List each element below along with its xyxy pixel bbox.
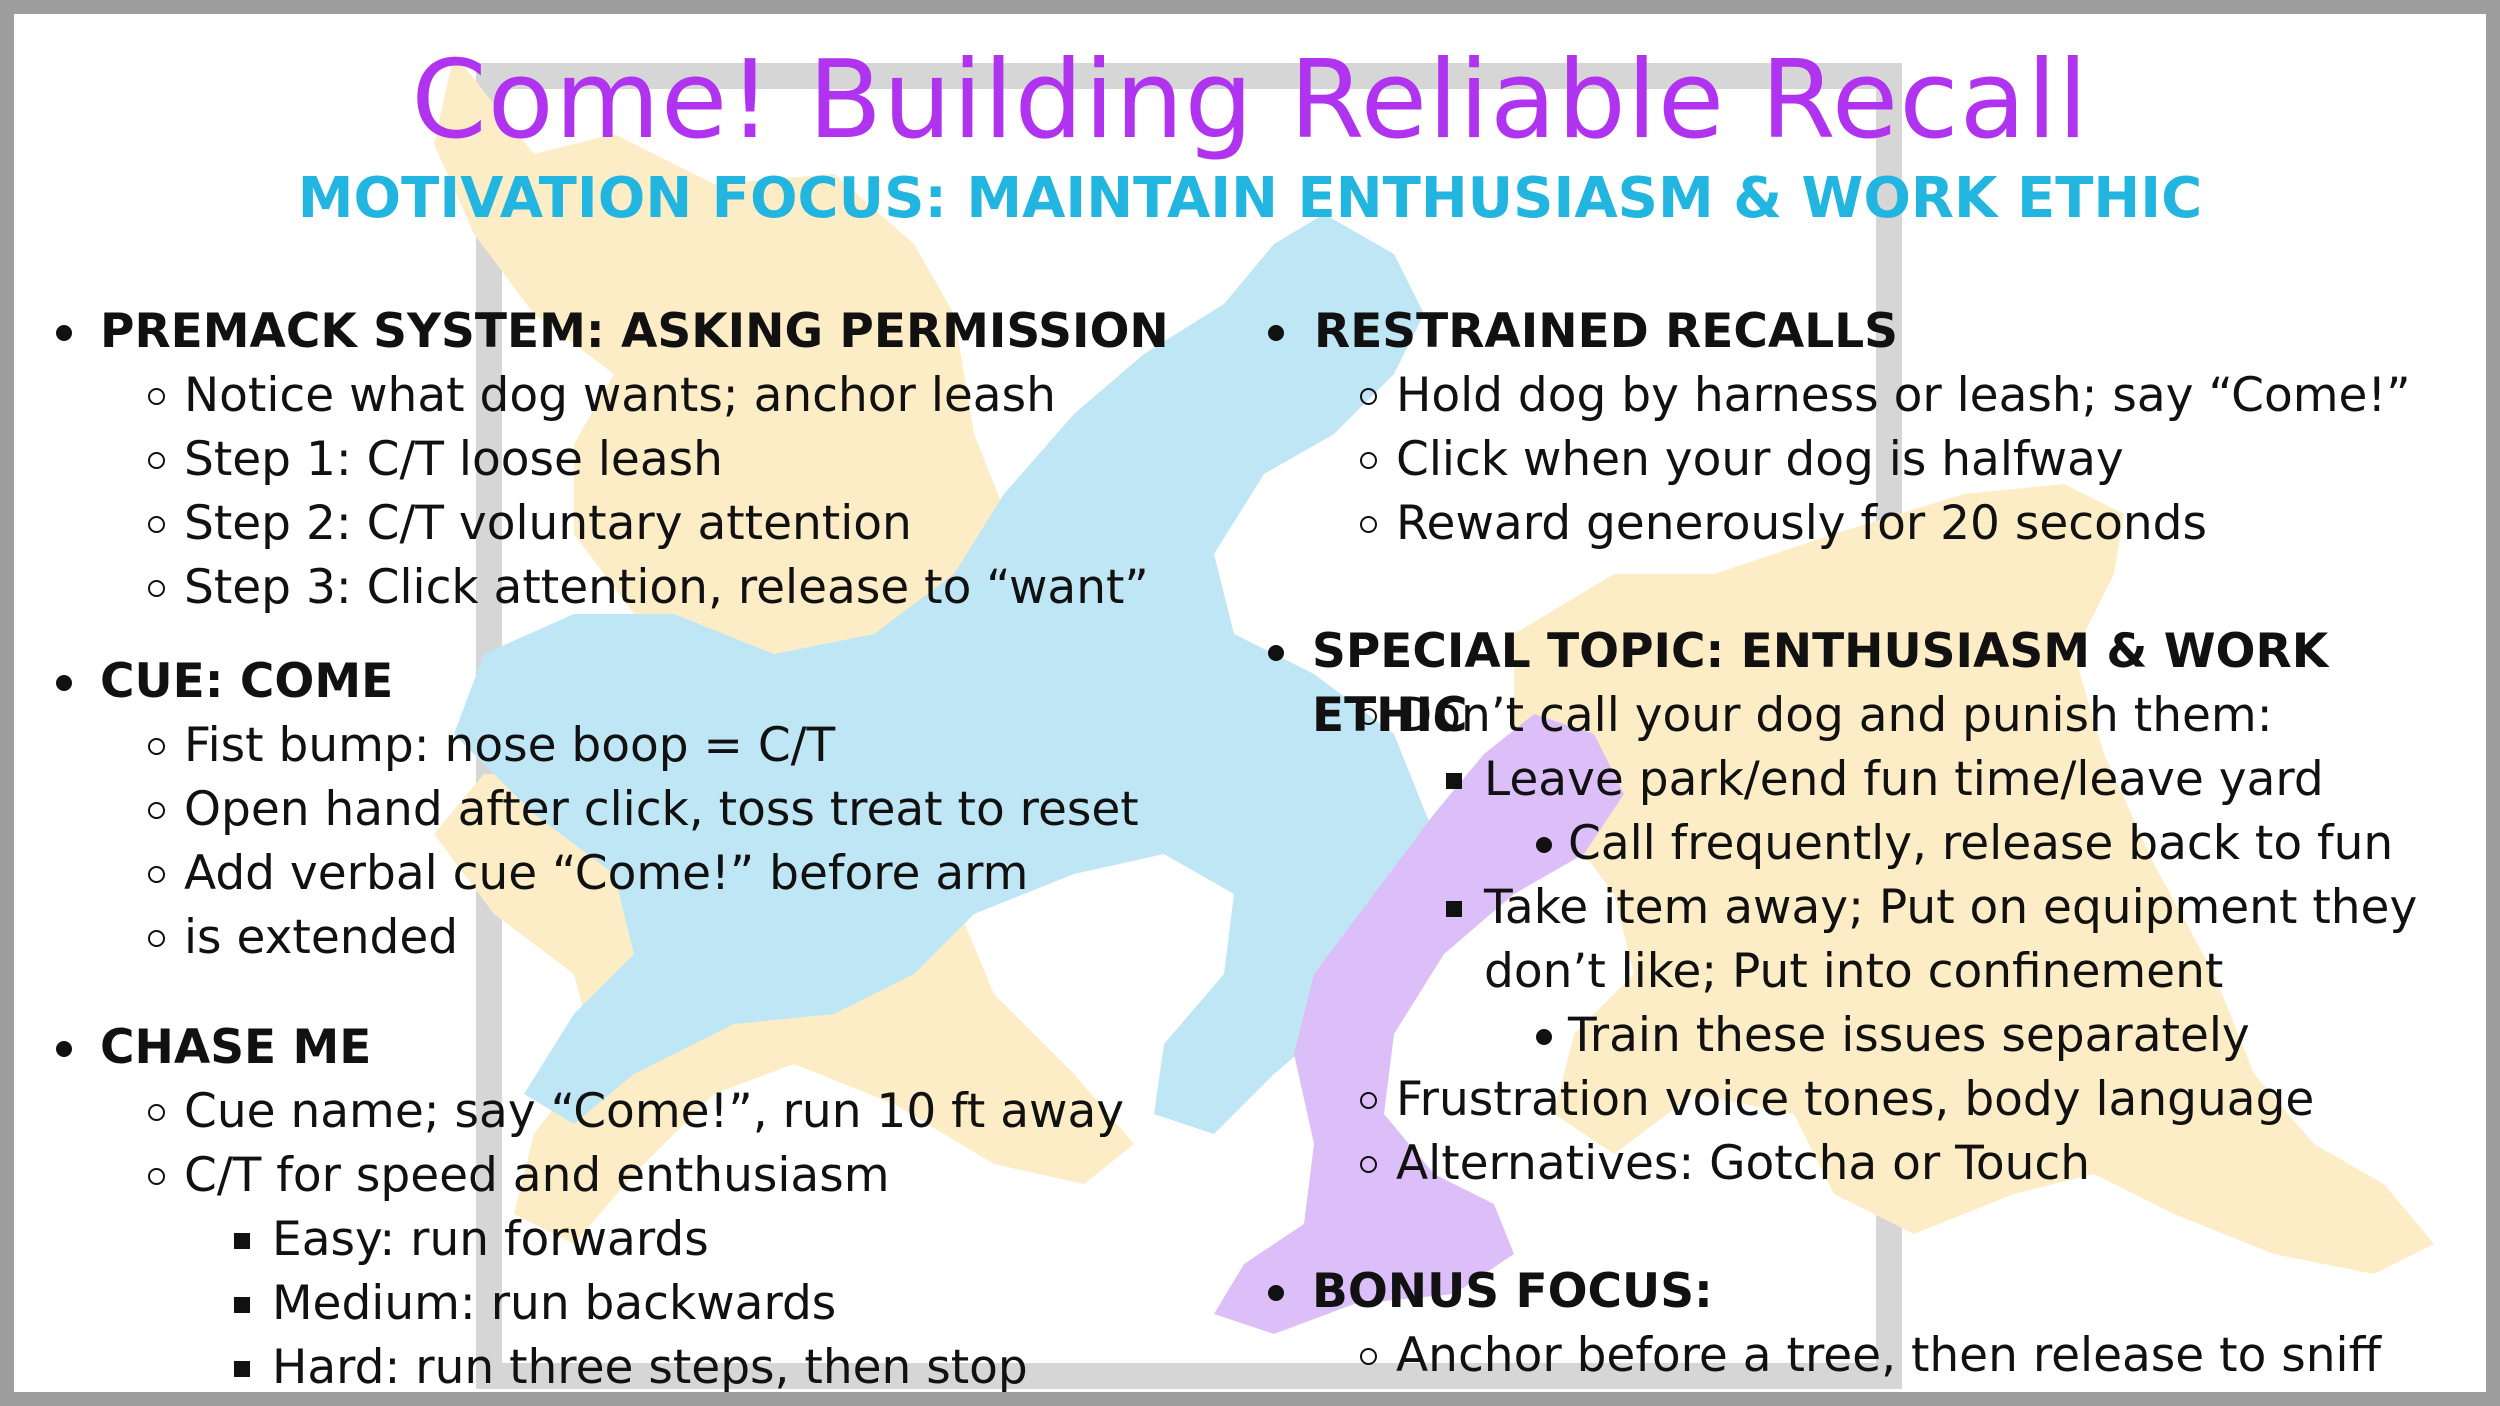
yellow-dog-silhouette-right (1514, 484, 2434, 1274)
sub-list-item: Take item away; Put on equipment they (1254, 876, 2474, 940)
sub-list-item: Easy: run forwards (42, 1208, 1124, 1272)
page-title: Come! Building Reliable Recall (411, 38, 2089, 163)
purple-dog-silhouette (1214, 714, 1624, 1334)
sub-list-item: Leave park/end fun time/leave yard (1254, 748, 2474, 812)
section-heading: SPECIAL TOPIC: ENTHUSIASM & WORK ETHIC (1254, 620, 2474, 743)
background-dog-silhouettes (434, 54, 2434, 1389)
section-heading: RESTRAINED RECALLS (1254, 300, 2411, 364)
list-item: Anchor before a tree, then release to sn… (1254, 1324, 2381, 1388)
blue-dog-silhouette (454, 214, 1434, 1134)
list-item: Alternatives: Gotcha or Touch (1254, 1132, 2474, 1196)
sub-list-item: Hard: run three steps, then stop (42, 1336, 1124, 1392)
list-item: Step 1: C/T loose leash (42, 428, 1169, 492)
list-item: Don’t call your dog and punish them: (1254, 684, 2474, 748)
section-restrained-recalls: RESTRAINED RECALLS Hold dog by harness o… (1254, 300, 2411, 556)
sub-list-item: Medium: run backwards (42, 1272, 1124, 1336)
section-chase-me: CHASE ME Cue name; say “Come!”, run 10 f… (42, 1016, 1124, 1392)
list-item: Step 3: Click attention, release to “wan… (42, 556, 1169, 620)
section-bonus-focus: BONUS FOCUS: Anchor before a tree, then … (1254, 1260, 2381, 1388)
slide: Come! Building Reliable Recall MOTIVATIO… (14, 14, 2486, 1392)
list-item: Frustration voice tones, body language (1254, 1068, 2474, 1132)
list-item: Add verbal cue “Come!” before arm (42, 842, 1139, 906)
list-item: Hold dog by harness or leash; say “Come!… (1254, 364, 2411, 428)
yellow-dog-silhouette-left (434, 54, 1134, 1244)
section-heading: PREMACK SYSTEM: ASKING PERMISSION (42, 300, 1169, 364)
list-item: Fist bump: nose boop = C/T (42, 714, 1139, 778)
section-heading: CHASE ME (42, 1016, 1124, 1080)
section-heading: CUE: COME (42, 650, 1139, 714)
list-item: Cue name; say “Come!”, run 10 ft away (42, 1080, 1124, 1144)
continuation-text: is extended (184, 910, 459, 965)
list-item: Notice what dog wants; anchor leash (42, 364, 1169, 428)
sub-sub-list-item: Train these issues separately (1254, 1004, 2474, 1068)
list-item: Click when your dog is halfway (1254, 428, 2411, 492)
section-special-topic: SPECIAL TOPIC: ENTHUSIASM & WORK ETHIC D… (1254, 620, 2474, 1196)
list-item: Open hand after click, toss treat to res… (42, 778, 1139, 842)
section-heading: BONUS FOCUS: (1254, 1260, 2381, 1324)
sub-sub-list-item: Call frequently, release back to fun (1254, 812, 2474, 876)
list-item: Reward generously for 20 seconds (1254, 492, 2411, 556)
section-cue-come: CUE: COME Fist bump: nose boop = C/T Ope… (42, 650, 1139, 965)
sub-list-item-continuation: don’t like; Put into confinement (1484, 944, 2224, 999)
section-premack: PREMACK SYSTEM: ASKING PERMISSION Notice… (42, 300, 1169, 620)
list-item: Step 2: C/T voluntary attention (42, 492, 1169, 556)
page-subtitle: MOTIVATION FOCUS: MAINTAIN ENTHUSIASM & … (297, 166, 2203, 231)
list-item: C/T for speed and enthusiasm (42, 1144, 1124, 1208)
